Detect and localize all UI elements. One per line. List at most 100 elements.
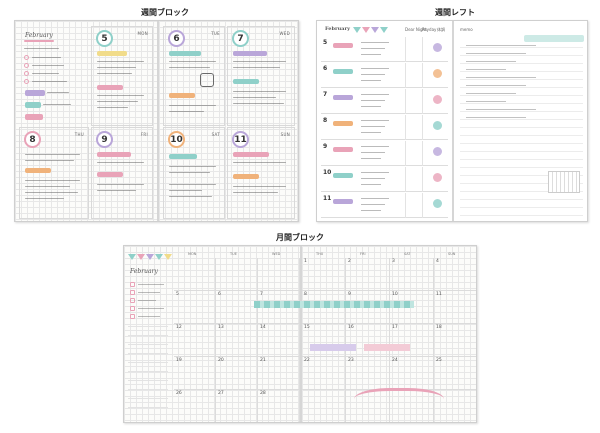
month-day-number: 16 bbox=[348, 325, 354, 330]
weekly-day-8[interactable]: 8 THU bbox=[19, 127, 89, 219]
note-line bbox=[25, 154, 80, 156]
month-day-cell[interactable]: 3 bbox=[390, 258, 434, 291]
weekday-label: FRI bbox=[360, 252, 366, 256]
memo-rule bbox=[460, 71, 583, 72]
month-day-cell[interactable]: 4 bbox=[434, 258, 476, 291]
month-day-number: 23 bbox=[348, 358, 354, 363]
month-day-cell[interactable]: 1 bbox=[302, 258, 346, 291]
note-line bbox=[233, 61, 286, 63]
weekly-left-day-row[interactable]: 8 bbox=[321, 115, 448, 140]
month-day-cell[interactable]: 6 bbox=[216, 291, 258, 324]
note-line bbox=[25, 186, 70, 188]
schedule-sticker bbox=[333, 69, 353, 74]
sidebar-rule bbox=[128, 344, 168, 345]
month-day-cell[interactable]: 5 bbox=[174, 291, 216, 324]
month-day-cell[interactable]: 23 bbox=[346, 357, 390, 390]
day-number: 11 bbox=[232, 131, 249, 148]
month-day-number: 7 bbox=[260, 292, 263, 297]
month-day-cell[interactable]: 24 bbox=[390, 357, 434, 390]
weekly-left-day-row[interactable]: 7 bbox=[321, 89, 448, 114]
month-day-number: 24 bbox=[392, 358, 398, 363]
weekly-day-5[interactable]: 5 MON bbox=[91, 26, 153, 126]
month-day-cell[interactable]: 13 bbox=[216, 324, 258, 357]
month-day-cell[interactable]: 18 bbox=[434, 324, 476, 357]
note-line bbox=[361, 42, 389, 44]
note-line bbox=[169, 61, 216, 63]
month-day-cell[interactable]: 19 bbox=[174, 357, 216, 390]
arrow-sticker bbox=[233, 174, 259, 179]
tracker-cell bbox=[405, 115, 406, 140]
month-day-cell[interactable]: 11 bbox=[434, 291, 476, 324]
checkbox-icon[interactable] bbox=[130, 282, 135, 287]
weekly-left-day-row[interactable]: 11 bbox=[321, 193, 448, 218]
checklist-line bbox=[138, 292, 160, 294]
checkbox-icon[interactable] bbox=[130, 306, 135, 311]
month-day-cell[interactable] bbox=[258, 258, 300, 291]
month-day-number: 5 bbox=[176, 292, 179, 297]
weekly-left-day-row[interactable]: 5 bbox=[321, 37, 448, 62]
month-day-cell[interactable]: 22 bbox=[302, 357, 346, 390]
title-underline bbox=[24, 40, 54, 42]
weekly-day-9[interactable]: 9 FRI bbox=[91, 127, 153, 219]
memo-label: memo bbox=[460, 27, 473, 32]
schedule-sticker bbox=[333, 121, 353, 126]
weekly-day-7[interactable]: 7 WED bbox=[227, 26, 295, 126]
month-day-cell[interactable]: 27 bbox=[216, 390, 258, 422]
day-name: MON bbox=[137, 31, 148, 36]
weekly-left-day-row[interactable]: 9 bbox=[321, 141, 448, 166]
day-number: 10 bbox=[323, 169, 332, 176]
month-day-number: 3 bbox=[392, 259, 395, 264]
month-day-number: 20 bbox=[218, 358, 224, 363]
month-day-cell[interactable]: 15 bbox=[302, 324, 346, 357]
day-name: FRI bbox=[140, 132, 148, 137]
day-number: 8 bbox=[24, 131, 41, 148]
checklist-line bbox=[138, 308, 164, 310]
checkbox-icon[interactable] bbox=[130, 314, 135, 319]
weekday-label: WED bbox=[272, 252, 281, 256]
checkbox-icon[interactable] bbox=[130, 290, 135, 295]
month-day-cell[interactable]: 16 bbox=[346, 324, 390, 357]
monthly-gutter bbox=[300, 246, 302, 422]
sidebar-rule bbox=[128, 407, 168, 408]
caption-monthly-block: 月間ブロック bbox=[276, 233, 324, 242]
weekly-left-day-row[interactable]: 10 bbox=[321, 167, 448, 192]
note-line bbox=[169, 111, 204, 113]
month-day-cell[interactable]: 17 bbox=[390, 324, 434, 357]
check-circle-icon bbox=[24, 79, 29, 84]
tracker-cell bbox=[422, 141, 423, 166]
monthly-month-title: February bbox=[130, 268, 158, 275]
month-day-cell[interactable]: 25 bbox=[434, 357, 476, 390]
month-day-cell[interactable]: 14 bbox=[258, 324, 300, 357]
month-day-cell[interactable]: 28 bbox=[258, 390, 300, 422]
note-line bbox=[97, 101, 138, 103]
month-day-cell[interactable]: 10 bbox=[390, 291, 434, 324]
memo-rule bbox=[460, 111, 583, 112]
note-line bbox=[233, 162, 286, 164]
month-day-cell[interactable]: 12 bbox=[174, 324, 216, 357]
month-day-cell[interactable]: 2 bbox=[346, 258, 390, 291]
month-day-cell[interactable]: 26 bbox=[174, 390, 216, 422]
memo-scribble bbox=[466, 45, 536, 47]
weekly-day-10[interactable]: 10 SAT bbox=[163, 127, 225, 219]
month-day-cell[interactable]: 21 bbox=[258, 357, 300, 390]
day-name: WED bbox=[279, 31, 290, 36]
weekly-left-day-row[interactable]: 6 bbox=[321, 63, 448, 88]
month-day-cell[interactable]: 20 bbox=[216, 357, 258, 390]
weekday-label: SUN bbox=[448, 252, 456, 256]
month-day-cell[interactable] bbox=[174, 258, 216, 291]
monthly-sidebar: February bbox=[128, 254, 172, 419]
month-day-cell[interactable] bbox=[216, 258, 258, 291]
weekly-day-11[interactable]: 11 SUN bbox=[227, 127, 295, 219]
sidebar-rule bbox=[128, 371, 168, 372]
note-line bbox=[97, 67, 136, 69]
arrow-sticker bbox=[233, 79, 259, 84]
checkbox-icon[interactable] bbox=[130, 298, 135, 303]
month-day-cell[interactable] bbox=[302, 390, 346, 422]
sidebar-rule bbox=[128, 362, 168, 363]
memo-sticker bbox=[25, 90, 45, 96]
weekly-day-6[interactable]: 6 TUE bbox=[163, 26, 225, 126]
note-line bbox=[361, 126, 385, 128]
memo-rule bbox=[460, 55, 583, 56]
